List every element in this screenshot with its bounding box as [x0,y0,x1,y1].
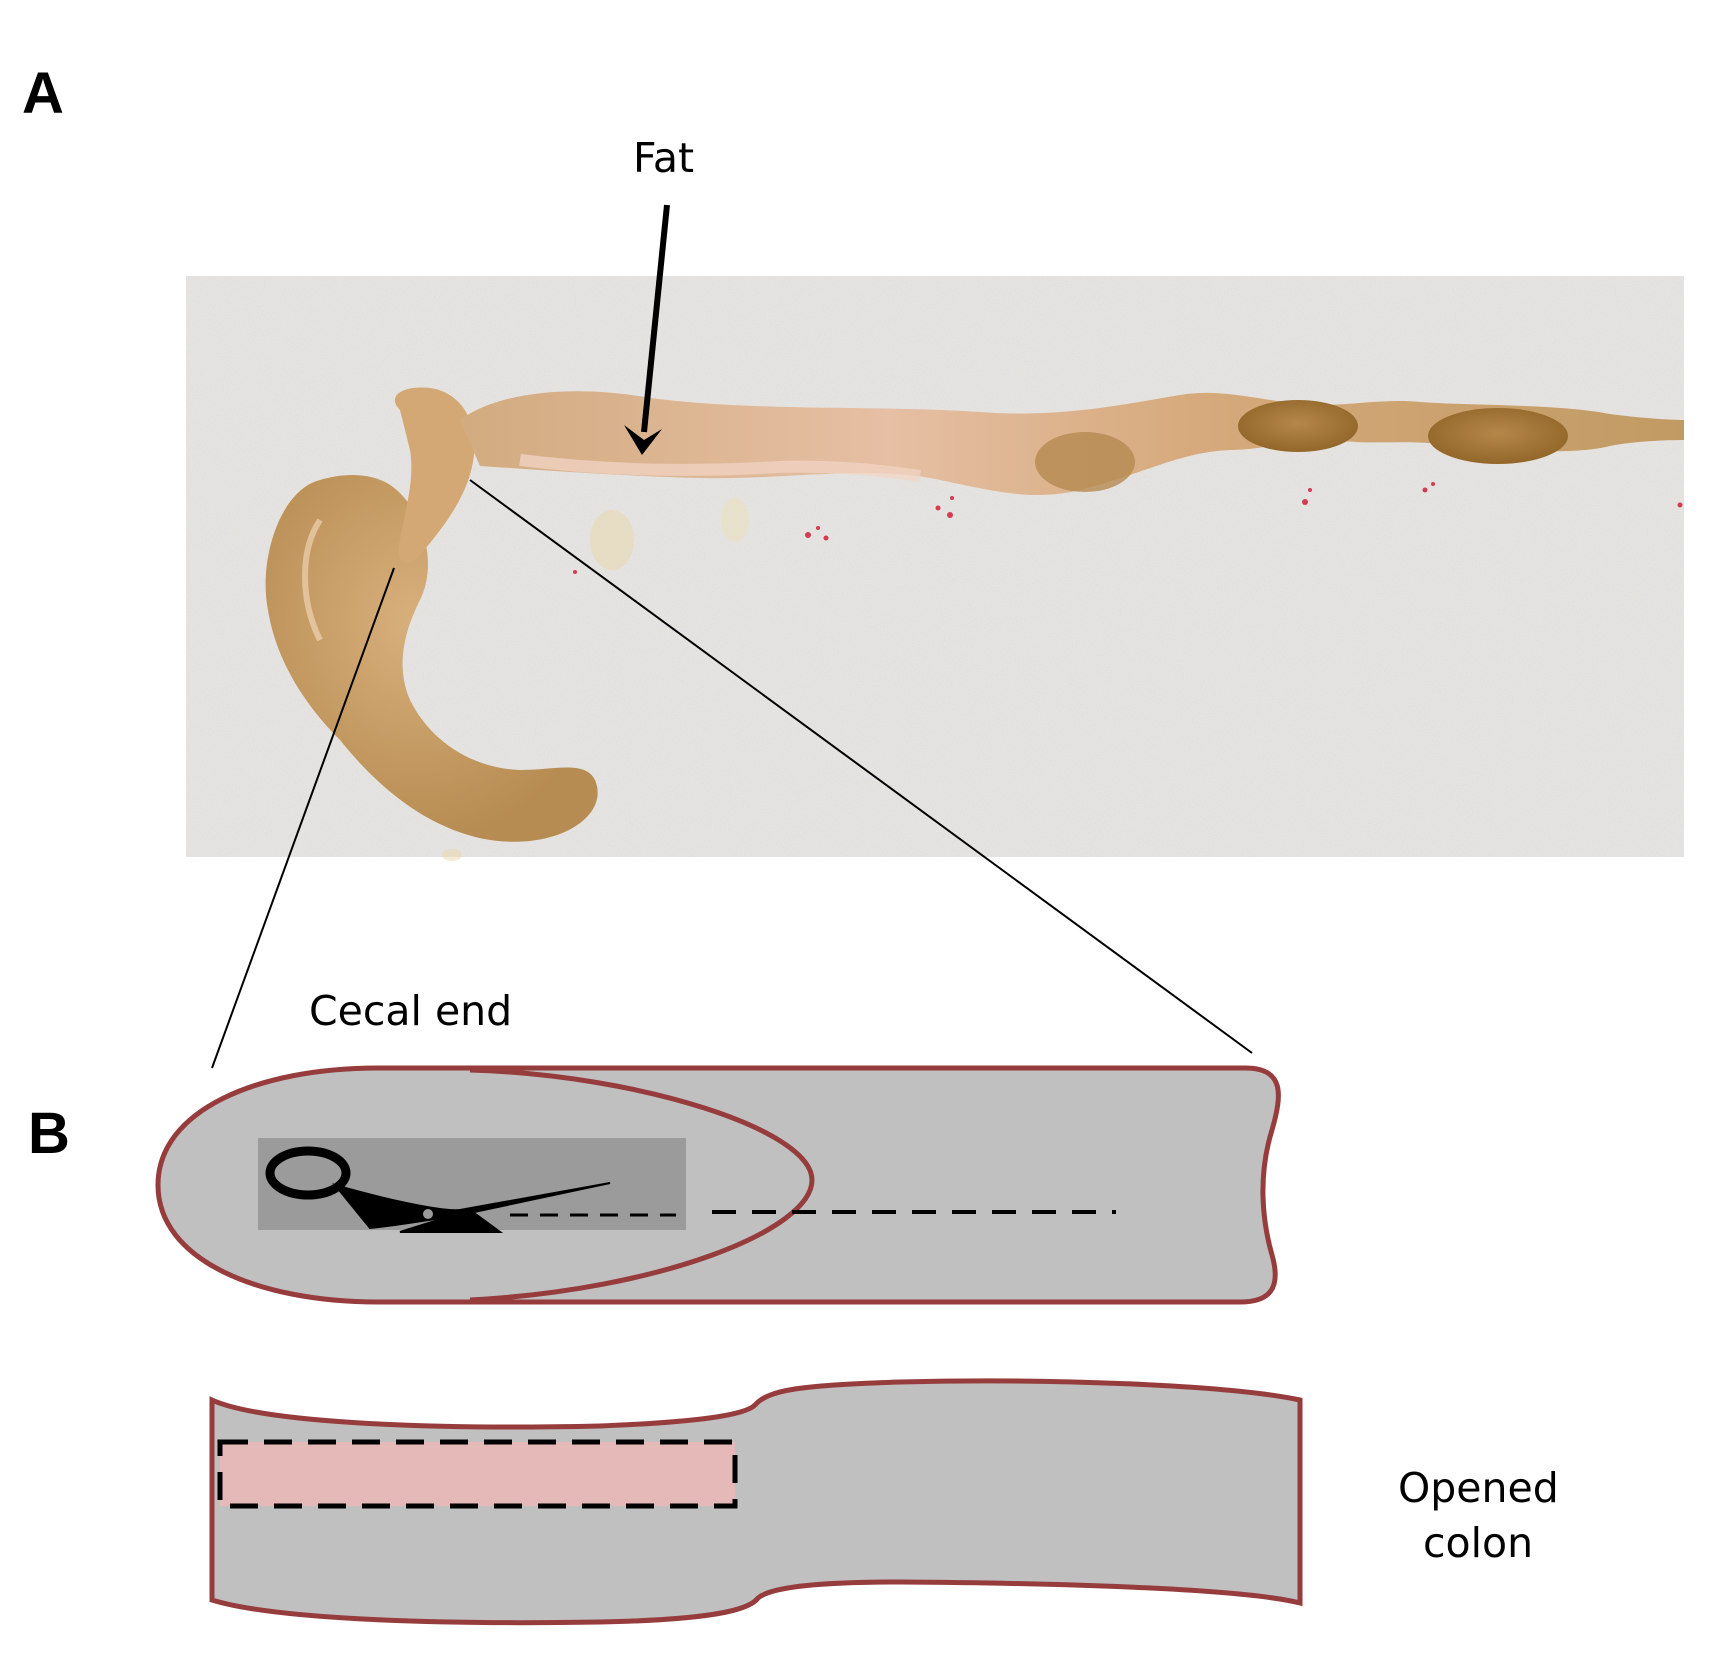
arrow-down-icon [624,425,662,455]
fat-annotation: Fat [624,134,694,455]
fecal-pellet [1238,400,1358,452]
closed-colon-diagram [155,1065,1281,1305]
fat-label: Fat [633,134,694,182]
opened-colon-label-line2: colon [1423,1519,1533,1567]
mesenteric-fat [519,454,921,482]
zoom-line-right [469,479,1253,1054]
opened-colon-diagram [209,1378,1303,1626]
cecal-fold [469,1067,815,1303]
colon-outline [155,1065,1281,1305]
cecal-end-label: Cecal end [309,987,512,1035]
panel-letter-b: B [28,1101,70,1166]
cecum-highlight [302,518,323,642]
stains [442,498,749,861]
scissors-icon [265,1146,611,1233]
fecal-pellet [1428,408,1568,464]
cecum-body [265,475,598,842]
opened-colon-label-line1: Opened [1398,1464,1559,1512]
ileocecal-junction [394,387,475,564]
fat-arrow-shaft [641,204,670,433]
zoom-lines [211,479,1253,1069]
zoom-line-left [211,567,395,1069]
fecal-pellet [1035,432,1135,492]
panel-letter-a: A [22,61,64,126]
blood-spots [573,482,1683,574]
sample-region [217,1439,738,1509]
dissection-photo [186,276,1684,861]
